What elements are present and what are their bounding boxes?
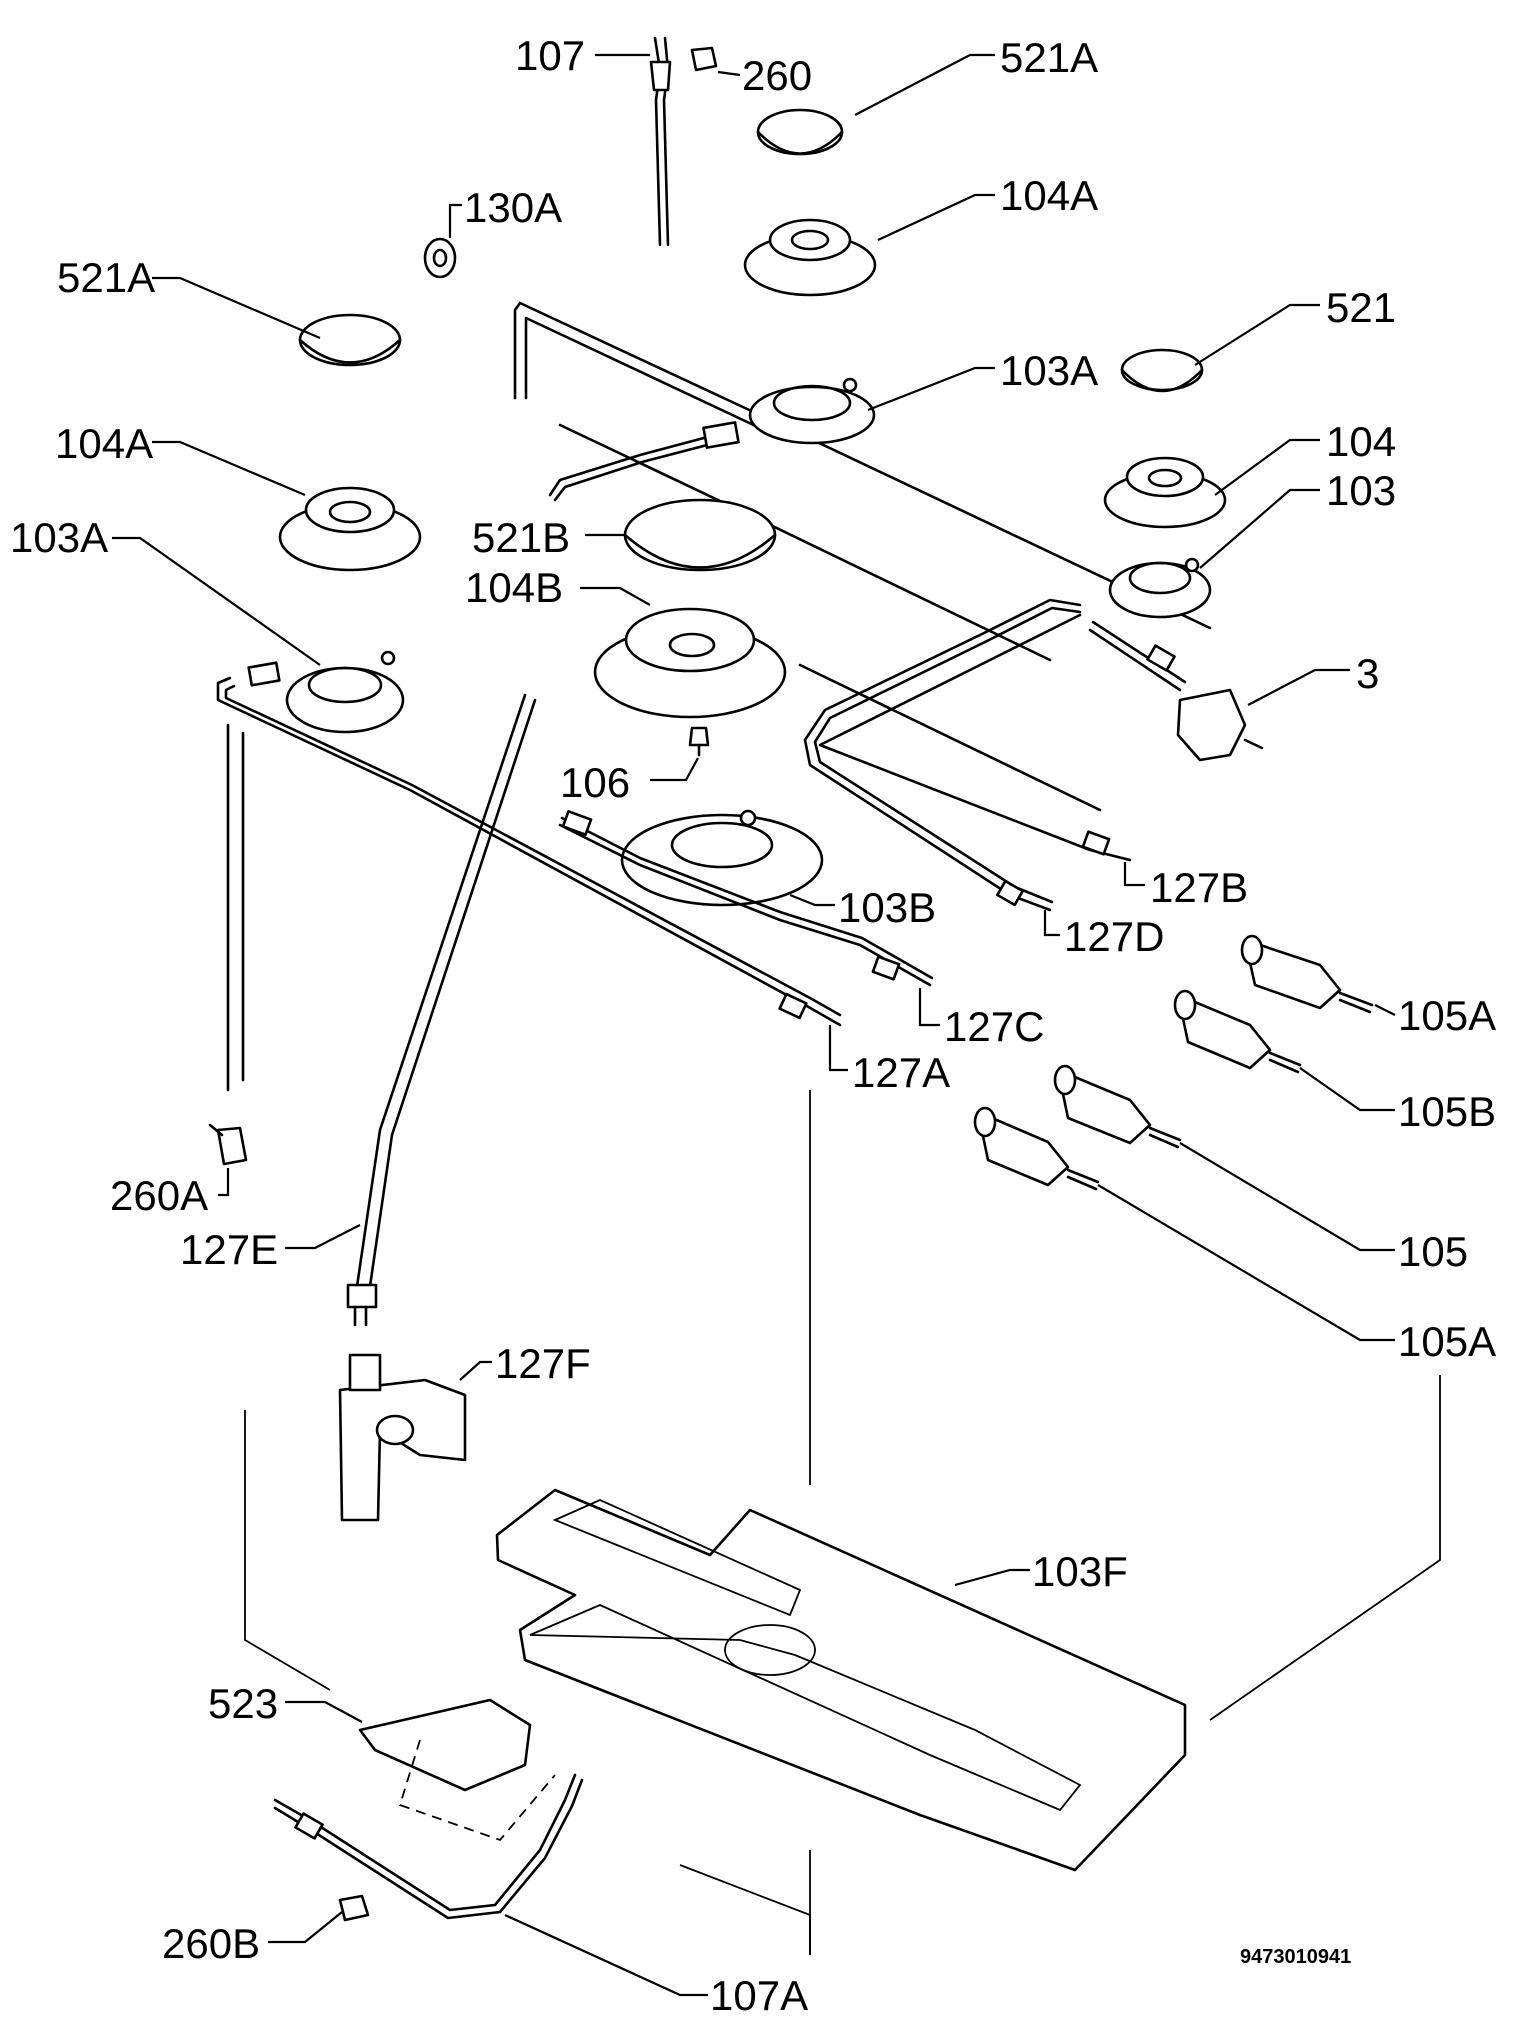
gas-pipe-127A xyxy=(216,661,842,1027)
callout-107A: 107A xyxy=(710,1972,808,2019)
callout-127C: 127C xyxy=(944,1003,1044,1050)
callout-103: 103 xyxy=(1326,467,1396,514)
burner-cap-521 xyxy=(1120,348,1204,393)
gas-pipe-127D xyxy=(803,598,1082,912)
burner-body-103B xyxy=(620,809,824,907)
callout-107: 107 xyxy=(515,32,585,79)
gas-pipe-upper xyxy=(548,421,740,502)
burner-body-103A-top xyxy=(748,377,876,445)
callout-130A: 130A xyxy=(464,184,562,231)
callout-104A-left: 104A xyxy=(55,420,153,467)
gas-pipe-127C xyxy=(558,810,934,987)
callout-3: 3 xyxy=(1356,650,1379,697)
gas-tap-105 xyxy=(1053,1064,1182,1149)
gas-tap-105B xyxy=(1173,989,1302,1074)
callout-103B: 103B xyxy=(838,884,936,931)
burner-cap-521A-left xyxy=(298,313,402,367)
callout-103F: 103F xyxy=(1032,1548,1128,1595)
callout-127E: 127E xyxy=(180,1226,278,1273)
flame-spreader-104 xyxy=(1103,456,1227,529)
callout-103A-top: 103A xyxy=(1000,347,1098,394)
gas-tap-105A-top xyxy=(1240,934,1374,1014)
callout-521A-left: 521A xyxy=(57,254,155,301)
callout-104A-top: 104A xyxy=(1000,172,1098,219)
burner-body-103 xyxy=(1108,557,1212,619)
callout-260B: 260B xyxy=(162,1920,260,1967)
burner-body-103A-left xyxy=(285,650,405,734)
callout-106: 106 xyxy=(560,759,630,806)
callout-521B: 521B xyxy=(472,514,570,561)
gas-tap-3 xyxy=(1088,620,1264,762)
callout-104B: 104B xyxy=(465,564,563,611)
callout-105A-top: 105A xyxy=(1398,992,1496,1039)
thermocouple-107 xyxy=(649,36,672,247)
callout-127B: 127B xyxy=(1150,864,1248,911)
callout-521: 521 xyxy=(1326,284,1396,331)
callout-105B: 105B xyxy=(1398,1088,1496,1135)
flame-spreader-104A-left xyxy=(278,486,422,572)
washer-130A xyxy=(423,237,457,279)
callout-103A-left: 103A xyxy=(10,514,108,561)
callout-127A: 127A xyxy=(852,1049,950,1096)
callout-521A-top: 521A xyxy=(1000,34,1098,81)
flame-spreader-104A-top xyxy=(743,218,877,297)
callout-105A-bottom: 105A xyxy=(1398,1318,1496,1365)
callout-105: 105 xyxy=(1398,1228,1468,1275)
gas-tap-105A-bottom xyxy=(973,1106,1100,1191)
gas-pipe-127B xyxy=(818,613,1132,862)
drawing-code: 9473010941 xyxy=(1240,1946,1351,1968)
clip-260B xyxy=(338,1894,370,1922)
bracket-127F xyxy=(338,1353,467,1522)
ignition-switch-523 xyxy=(358,1698,556,1842)
callout-labels: 107 260 521A 130A 104A 521A 521 103A 104… xyxy=(10,32,1496,2019)
clip-260A xyxy=(208,1123,248,1166)
clip-260 xyxy=(690,46,718,72)
callout-523: 523 xyxy=(208,1680,278,1727)
callout-104: 104 xyxy=(1326,418,1396,465)
base-plate-103F xyxy=(495,1488,1187,1872)
ignition-lead-107A xyxy=(273,1773,584,1920)
burner-cap-521A-top xyxy=(756,108,844,156)
injector-106 xyxy=(688,726,710,757)
flame-spreader-104B xyxy=(593,607,787,719)
callout-127F: 127F xyxy=(495,1340,591,1387)
callout-260A: 260A xyxy=(110,1172,208,1219)
callout-260: 260 xyxy=(742,52,812,99)
gas-pipe-127E xyxy=(346,693,537,1327)
callout-127D: 127D xyxy=(1064,913,1164,960)
burner-cap-521B xyxy=(623,498,777,572)
leader-lines xyxy=(112,53,1396,1997)
